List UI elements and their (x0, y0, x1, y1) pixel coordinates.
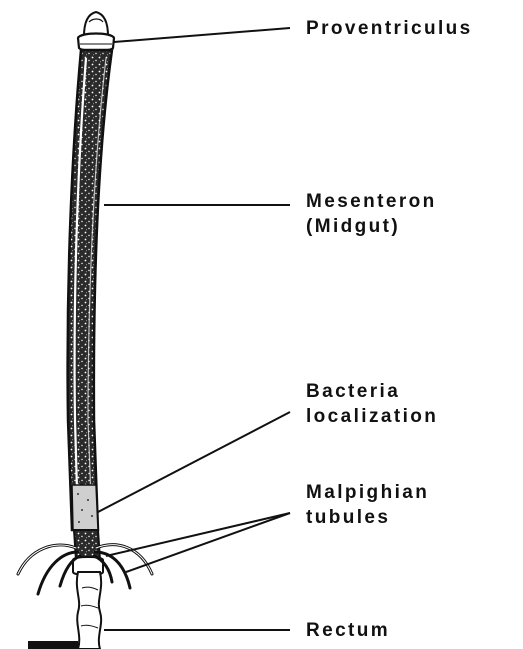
mesenteron-label: Mesenteron (Midgut) (306, 189, 437, 239)
leader-lines (98, 28, 290, 630)
malpighian-label: Malpighian tubules (306, 480, 429, 530)
malpighian-leader-upper (106, 513, 290, 556)
mesenteron-tube (68, 50, 112, 530)
tubules-text: tubules (306, 505, 429, 530)
malpighian-text: Malpighian (306, 480, 429, 505)
bacteria-leader (98, 412, 290, 512)
localization-text: localization (306, 404, 438, 429)
mesenteron-text: Mesenteron (306, 189, 437, 214)
midgut-text: (Midgut) (306, 214, 437, 239)
bacteria-text: Bacteria (306, 379, 438, 404)
proventriculus-leader (114, 28, 290, 42)
proventriculus-shape (78, 12, 114, 51)
rectum-text: Rectum (306, 618, 390, 643)
rectum-shape (77, 572, 101, 649)
rectum-label: Rectum (306, 618, 390, 643)
bacteria-label: Bacteria localization (306, 379, 438, 429)
bacteria-region (72, 485, 98, 530)
scale-bar (28, 641, 78, 649)
malpighian-leader-lower (126, 513, 290, 572)
proventriculus-text: Proventriculus (306, 16, 473, 41)
proventriculus-label: Proventriculus (306, 16, 473, 41)
